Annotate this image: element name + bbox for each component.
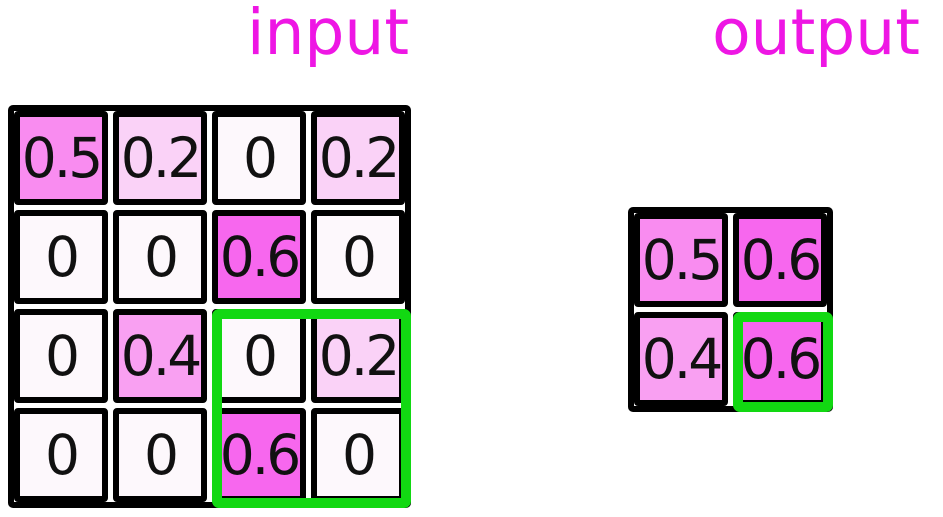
input-cell-r1c4: 0.2 bbox=[311, 111, 405, 205]
output-title: output bbox=[712, 0, 920, 69]
input-cell-r2c4: 0 bbox=[311, 210, 405, 304]
input-cell-r3c3: 0 bbox=[212, 309, 306, 403]
input-cell-r4c2: 0 bbox=[113, 408, 207, 502]
output-cell-r2c1: 0.4 bbox=[634, 312, 728, 406]
input-cell-r4c4: 0 bbox=[311, 408, 405, 502]
input-cell-r2c2: 0 bbox=[113, 210, 207, 304]
input-title: input bbox=[246, 0, 410, 69]
input-cell-r3c2: 0.4 bbox=[113, 309, 207, 403]
input-cell-r3c4: 0.2 bbox=[311, 309, 405, 403]
input-cell-r2c3: 0.6 bbox=[212, 210, 306, 304]
input-cell-r1c3: 0 bbox=[212, 111, 306, 205]
input-cell-r3c1: 0 bbox=[14, 309, 108, 403]
input-cell-r1c2: 0.2 bbox=[113, 111, 207, 205]
input-cell-r2c1: 0 bbox=[14, 210, 108, 304]
output-cell-r1c2: 0.6 bbox=[733, 213, 827, 307]
output-cell-r2c2: 0.6 bbox=[733, 312, 827, 406]
output-cell-r1c1: 0.5 bbox=[634, 213, 728, 307]
input-cell-r1c1: 0.5 bbox=[14, 111, 108, 205]
input-cell-r4c1: 0 bbox=[14, 408, 108, 502]
input-cell-r4c3: 0.6 bbox=[212, 408, 306, 502]
